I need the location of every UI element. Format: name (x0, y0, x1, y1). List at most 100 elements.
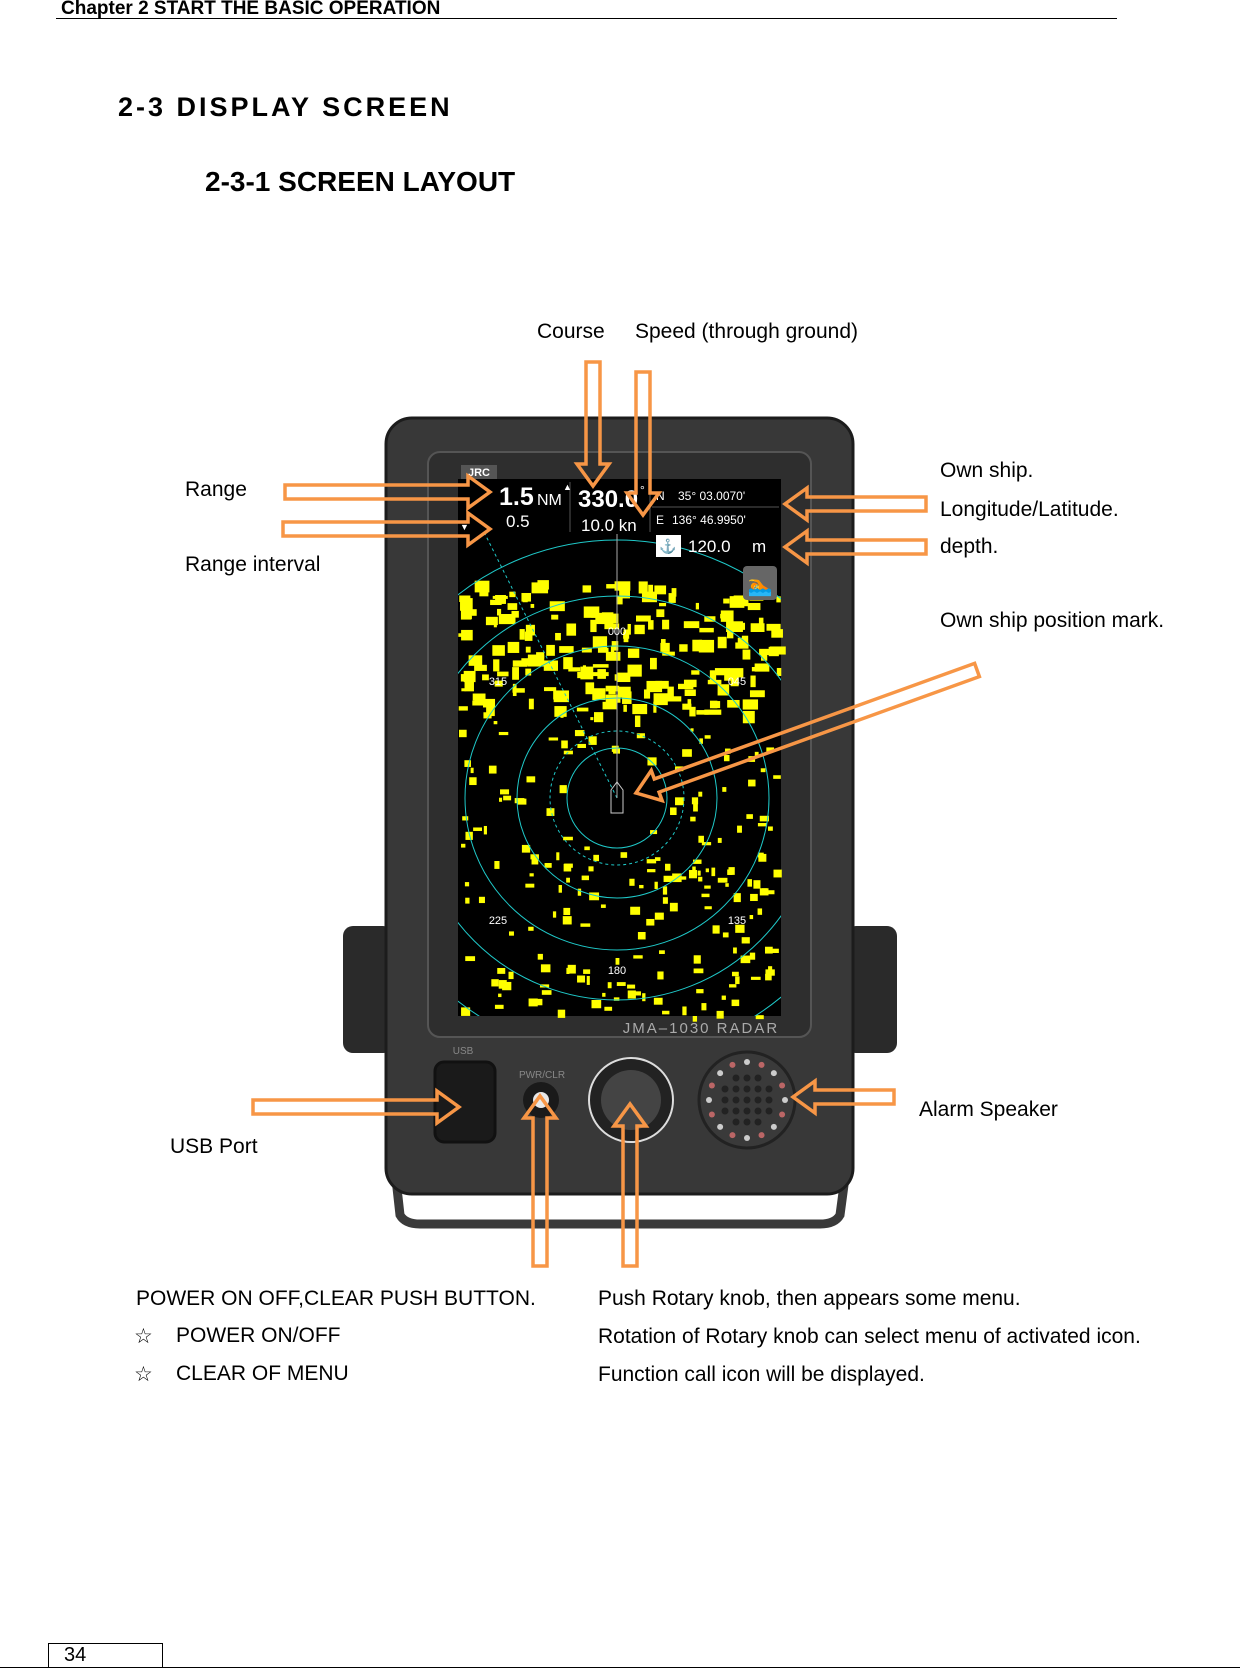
echo (627, 648, 640, 658)
mob-man-overboard-icon[interactable] (743, 566, 777, 600)
echo (627, 664, 642, 677)
latitude-value: 35° 03.0070' (678, 489, 745, 503)
echo (741, 937, 750, 944)
echo (747, 879, 753, 887)
echo (649, 657, 657, 670)
echo (765, 969, 775, 976)
echo (662, 886, 668, 895)
echo (519, 629, 525, 640)
echo (482, 698, 496, 708)
echo (465, 956, 476, 962)
echo (494, 680, 503, 687)
echo (701, 893, 710, 898)
echo (592, 688, 606, 701)
echo (641, 591, 658, 603)
echo (458, 633, 463, 637)
echo (584, 846, 590, 851)
range-interval-value: 0.5 (506, 512, 530, 531)
echo (593, 854, 600, 862)
echo (498, 980, 507, 989)
range-up-icon[interactable]: ▲ (563, 482, 572, 492)
echo (704, 885, 711, 889)
echo (699, 627, 714, 633)
echo (733, 595, 749, 607)
vrm-ring (549, 730, 685, 866)
echo (682, 749, 692, 757)
echo (766, 623, 781, 631)
echo (735, 976, 740, 985)
echo (605, 651, 621, 661)
echo (465, 897, 470, 904)
right-mount-knob (846, 926, 897, 1053)
echo (583, 969, 591, 974)
echo (704, 709, 722, 715)
echo (693, 803, 698, 812)
echo (608, 686, 616, 695)
echo (776, 667, 782, 676)
echo (563, 863, 572, 872)
echo (627, 984, 636, 989)
echo (604, 623, 609, 629)
svg-text:⚓: ⚓ (659, 538, 676, 555)
bearing-label: 315 (489, 676, 507, 688)
echo (682, 1006, 687, 1016)
echo (653, 693, 668, 706)
echo (733, 947, 737, 954)
echo (540, 964, 551, 973)
echo (497, 608, 502, 616)
echo (528, 998, 538, 1007)
echo (493, 721, 498, 725)
chapter-header: Chapter 2 START THE BASIC OPERATION (61, 0, 441, 19)
label-range: Range (185, 478, 247, 501)
echo (541, 990, 552, 995)
callout-arrow (633, 661, 982, 804)
echo (768, 966, 773, 972)
echo (582, 585, 592, 593)
label-own-ship: Own ship. (940, 459, 1034, 482)
echo (556, 852, 560, 861)
echo (776, 596, 781, 603)
usb-port-cover[interactable] (433, 1060, 497, 1144)
jrc-logo: JRC (468, 467, 490, 479)
echo (531, 857, 539, 865)
echo (750, 893, 758, 902)
echo (460, 607, 472, 620)
radar-display (458, 479, 781, 1016)
echo (499, 797, 503, 802)
echo (568, 667, 581, 672)
svg-text:🏊: 🏊 (748, 575, 773, 597)
echo (468, 655, 483, 666)
echo (654, 912, 664, 920)
left-mount-knob (343, 926, 393, 1053)
echo (586, 975, 590, 985)
echo (761, 888, 767, 892)
label-usb-port: USB Port (170, 1135, 258, 1158)
echo (482, 674, 489, 681)
echo (615, 957, 620, 965)
echo (748, 779, 756, 787)
callout-arrow (782, 527, 928, 567)
anchor-depth-icon (656, 535, 681, 557)
echo (653, 997, 663, 1005)
echo (722, 932, 729, 938)
echo (663, 875, 673, 882)
echo (717, 636, 727, 649)
callout-arrow (281, 509, 493, 549)
echo (590, 619, 597, 633)
echo (690, 728, 694, 732)
depth-value: 120.0 (688, 537, 731, 556)
echo (604, 623, 620, 630)
echo (561, 740, 568, 749)
echo (460, 674, 465, 682)
echo (765, 890, 775, 895)
echo (551, 614, 559, 620)
echo (483, 825, 487, 835)
echo (620, 852, 628, 858)
range-down-icon[interactable]: ▼ (460, 522, 469, 532)
echo (648, 584, 654, 597)
echo (580, 923, 591, 927)
echo (759, 648, 773, 656)
echo (508, 971, 514, 980)
echo (509, 591, 516, 598)
echo (659, 950, 665, 954)
